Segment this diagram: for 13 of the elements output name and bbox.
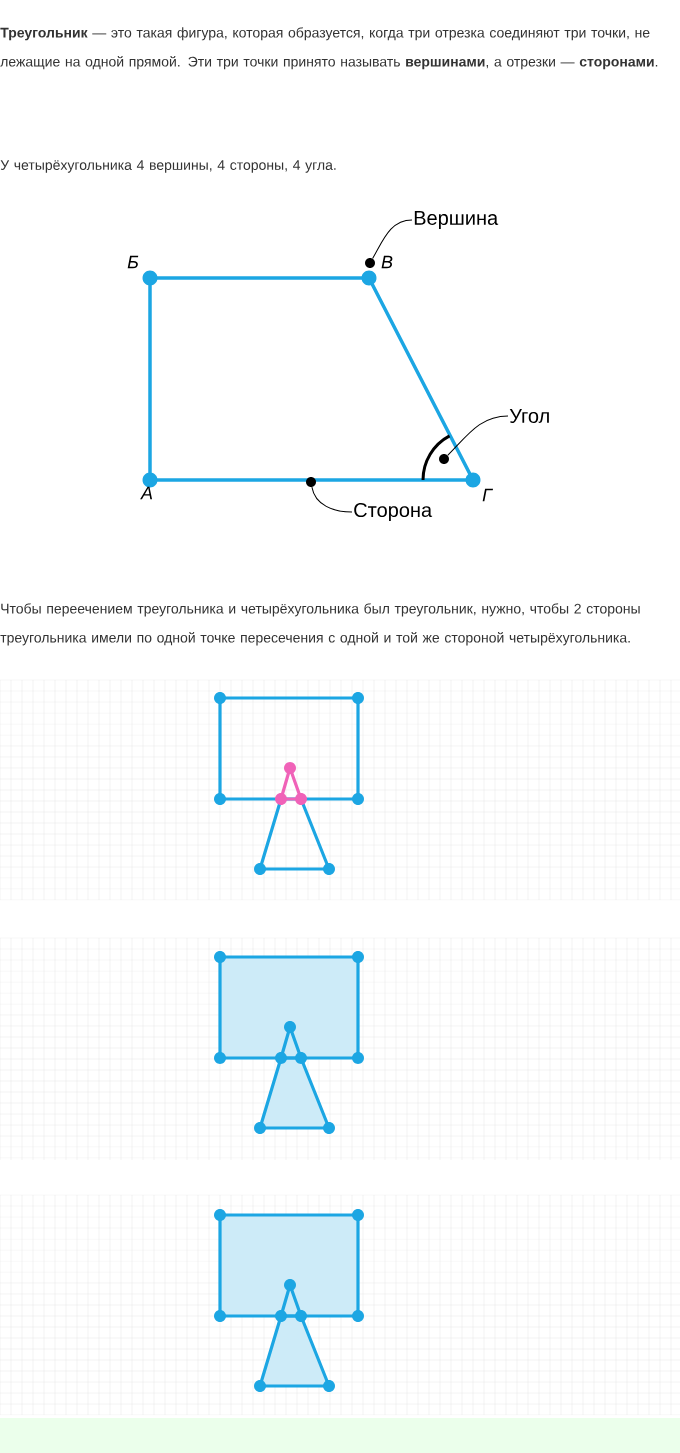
vertex-letter: А bbox=[140, 486, 153, 500]
paragraph: Чтобы переечением треугольника и четырёхугольника был треугольник, нужно, чтобы 2 стороны треугольника имели по одной точке пересечения с одной и той же стороной четырёхугольника. bbox=[0, 603, 640, 646]
callout-label: Угол bbox=[509, 409, 549, 423]
leader-line bbox=[311, 486, 353, 513]
paragraph: У четырёхугольника 4 вершины, 4 стороны, 4 угла. bbox=[0, 160, 336, 173]
callout-label: Сторона bbox=[354, 502, 433, 522]
callout-label: Вершина bbox=[414, 211, 499, 229]
vertex-letter: В bbox=[381, 255, 393, 269]
paragraph: Треугольник — это такая фигура, которая образуется, когда три отрезка соединяют три точки, не лежащие на одной прямой. Эти три точки принято называть вершинами, а отрезки — сторонами. bbox=[0, 27, 658, 70]
leader-line bbox=[372, 219, 413, 259]
leader-line bbox=[447, 415, 509, 456]
vertex-letter: Б bbox=[127, 255, 139, 269]
vertex-letter: Г bbox=[482, 488, 494, 502]
